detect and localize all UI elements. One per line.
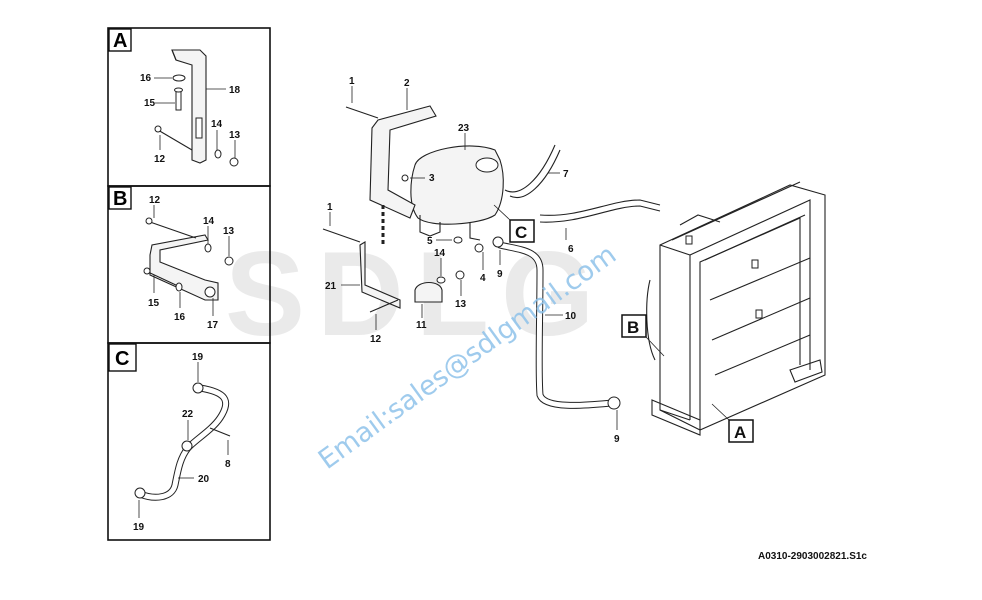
reference-code: A0310-2903002821.S1c <box>758 551 867 562</box>
svg-text:C: C <box>515 223 527 242</box>
callout-c-19-top: 19 <box>192 352 204 363</box>
callout-a-15: 15 <box>144 98 156 109</box>
panel-a-label: A <box>113 30 127 52</box>
callout-b-17: 17 <box>207 320 219 331</box>
panel-b-label: B <box>113 188 127 210</box>
callout-12: 12 <box>370 334 382 345</box>
callout-1-top: 1 <box>349 76 355 87</box>
callout-7: 7 <box>563 169 569 180</box>
callout-6: 6 <box>568 244 574 255</box>
callout-2: 2 <box>404 78 410 89</box>
callout-10: 10 <box>565 311 577 322</box>
view-box-c: C <box>493 204 535 243</box>
panel-b: B 12 14 13 15 16 17 <box>107 185 271 344</box>
callout-b-12: 12 <box>149 195 161 206</box>
callout-c-19-bottom: 19 <box>133 522 145 533</box>
radiator-frame <box>646 181 826 436</box>
view-box-b: B <box>621 314 665 357</box>
main-assembly: 1 2 23 3 7 1 5 14 4 9 6 21 13 11 12 10 9… <box>322 76 826 445</box>
hose-7 <box>504 144 556 193</box>
callout-13: 13 <box>455 299 467 310</box>
callout-14: 14 <box>434 248 446 259</box>
callout-9-upper: 9 <box>497 269 503 280</box>
callout-a-13: 13 <box>229 130 241 141</box>
panel-a: A 16 15 18 12 14 13 <box>107 27 271 187</box>
expansion-tank <box>410 145 504 241</box>
callout-23: 23 <box>458 123 470 134</box>
callout-5: 5 <box>427 236 433 247</box>
view-box-a: A <box>711 403 754 443</box>
callout-a-18: 18 <box>229 85 241 96</box>
callout-b-13: 13 <box>223 226 235 237</box>
callout-c-22: 22 <box>182 409 194 420</box>
callout-c-20: 20 <box>198 474 210 485</box>
bracket-2 <box>369 105 437 219</box>
callout-b-15: 15 <box>148 298 160 309</box>
callout-a-16: 16 <box>140 73 152 84</box>
callout-1-mid: 1 <box>327 202 333 213</box>
callout-a-14: 14 <box>211 119 223 130</box>
callout-11: 11 <box>416 320 427 331</box>
svg-text:A: A <box>734 423 746 442</box>
callout-b-16: 16 <box>174 312 186 323</box>
clamp-11 <box>414 281 443 303</box>
callout-4: 4 <box>480 273 486 284</box>
logo-watermark: SDLG <box>225 227 606 361</box>
hose-6 <box>539 199 661 216</box>
callout-b-14: 14 <box>203 216 215 227</box>
svg-text:B: B <box>627 318 639 337</box>
panel-c: C 19 22 8 20 19 <box>107 342 271 541</box>
callout-9-lower: 9 <box>614 434 620 445</box>
callout-c-8: 8 <box>225 459 231 470</box>
bracket-21 <box>359 241 401 309</box>
panel-c-label: C <box>115 348 129 370</box>
callout-21: 21 <box>325 281 337 292</box>
callout-3: 3 <box>429 173 435 184</box>
callout-a-12: 12 <box>154 154 166 165</box>
